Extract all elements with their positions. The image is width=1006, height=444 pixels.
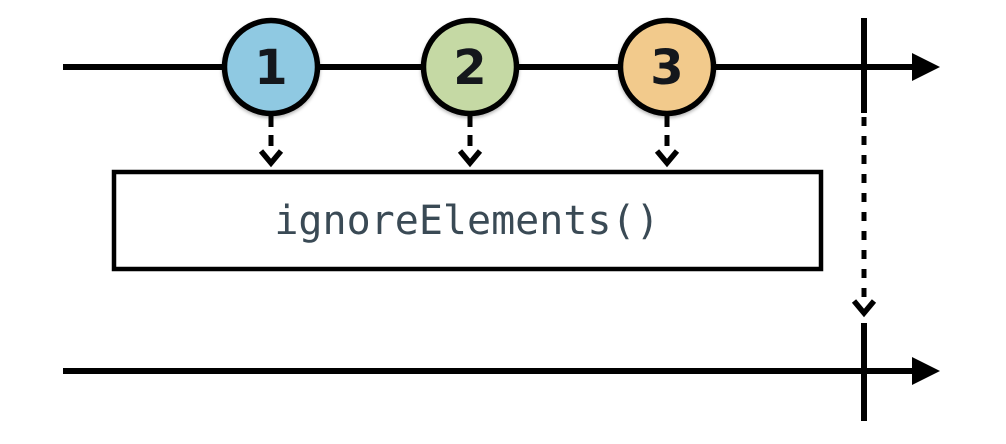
marble-1: 1 (221, 17, 321, 117)
marble-3-dashed-arrow (654, 116, 680, 168)
marble-1-dashed-arrow (258, 116, 284, 168)
output-timeline-arrowhead-icon (912, 357, 940, 385)
marble-2-label: 2 (453, 40, 486, 96)
operator-label: ignoreElements() (274, 198, 659, 244)
marble-1-circle (221, 17, 321, 117)
marble-2-arrowhead-icon (457, 149, 483, 168)
marble-2-circle (420, 17, 520, 117)
marble-3-arrowhead-icon (654, 149, 680, 168)
operator-box: ignoreElements() (111, 169, 824, 272)
operator-box-rect (111, 169, 824, 272)
complete-arrowhead-icon (851, 299, 877, 318)
marble-3: 3 (617, 17, 717, 117)
output-timeline (63, 323, 940, 421)
marble-2: 2 (420, 17, 520, 117)
marble-3-circle (617, 17, 717, 117)
source-timeline-arrowhead-icon (912, 53, 940, 81)
marble-2-dashed-arrow (457, 116, 483, 168)
marble-1-label: 1 (254, 40, 287, 96)
marble-1-arrowhead-icon (258, 149, 284, 168)
marble-3-label: 3 (650, 40, 683, 96)
complete-dashed-arrow (851, 117, 877, 318)
